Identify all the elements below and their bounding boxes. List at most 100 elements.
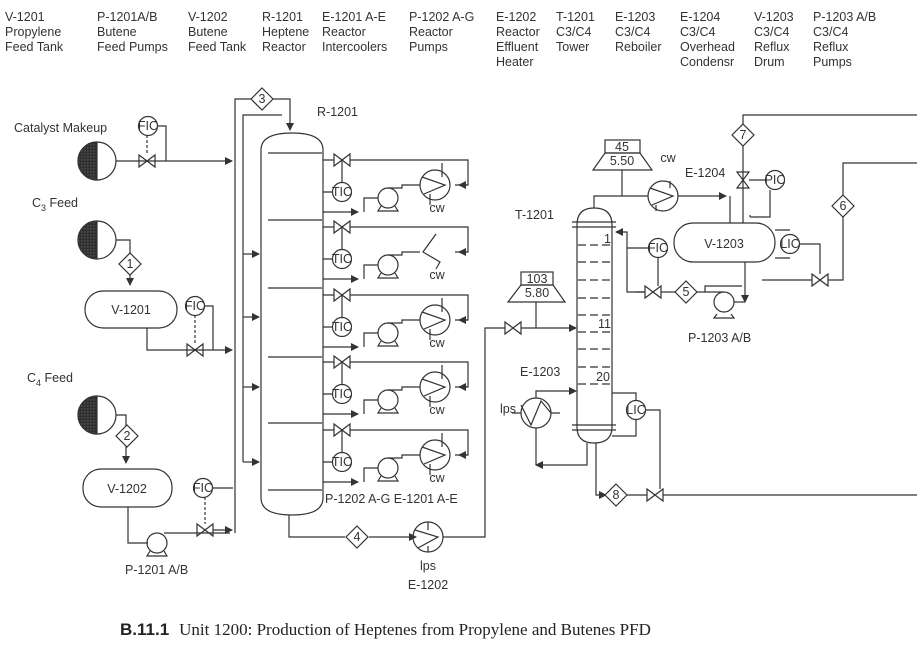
pump-base (376, 340, 400, 347)
legend-tag: E-1202 (496, 10, 537, 24)
tic-signal (323, 227, 343, 260)
v-1202-fic-valve[interactable] (196, 522, 214, 538)
stream-6-marker: 6 (831, 194, 855, 218)
legend-tag: P-1203 A/B (813, 10, 877, 24)
pump-base (376, 407, 400, 414)
e-1204-label: E-1204 (685, 166, 725, 180)
legend-tag: T-1201 (556, 10, 595, 24)
pump-line (363, 319, 420, 347)
reboiler-symbol (512, 399, 560, 427)
r-1201-reactor (260, 132, 324, 516)
stream-5-marker: 5 (674, 280, 698, 304)
tic-valve[interactable] (333, 287, 351, 303)
legend-tag: E-1204 (680, 10, 721, 24)
lic-signal (775, 229, 821, 274)
tray-1-label: 1 (604, 232, 611, 246)
reactor-effluent-line (288, 515, 416, 537)
feed-valve[interactable] (504, 320, 522, 336)
tic-signal (323, 362, 343, 395)
v-1202-fic (192, 477, 214, 499)
p-1202-pump (377, 322, 399, 344)
legend-description: Condensr (680, 55, 735, 69)
pic-signal (749, 179, 771, 218)
e-1203-label: E-1203 (520, 365, 560, 379)
feed-conditions-flag: 103 5.80 (506, 271, 567, 303)
stream-1-marker: 1 (118, 252, 142, 276)
legend-description: Reactor (262, 40, 306, 54)
stream-number: 2 (124, 429, 131, 443)
catalyst-fic-valve[interactable] (138, 153, 156, 169)
legend-tag: V-1201 (5, 10, 45, 24)
v-1202-fic-tag: FIC (193, 481, 213, 495)
v-1201-fic-valve[interactable] (186, 342, 204, 358)
bottoms-valve[interactable] (646, 487, 664, 503)
e-1202-label: E-1202 (408, 578, 448, 592)
p-1202-pump (377, 254, 399, 276)
legend-description: Overhead (680, 40, 735, 54)
tic-valve[interactable] (333, 422, 351, 438)
cw-label: cw (429, 268, 445, 282)
lic-valve[interactable] (811, 272, 829, 288)
header-line-b (242, 114, 282, 462)
pump-base (376, 475, 400, 482)
reflux-valve[interactable] (644, 284, 662, 300)
tic-valve[interactable] (333, 152, 351, 168)
p-1202-pump (377, 187, 399, 209)
tic-valve[interactable] (333, 354, 351, 370)
legend-description: Heater (496, 55, 534, 69)
column-trays (578, 244, 611, 385)
legend-description: Feed Tank (188, 40, 247, 54)
header-line-a (234, 98, 290, 533)
pic-valve[interactable] (735, 171, 751, 189)
cw-label: cw (429, 336, 445, 350)
e-1201-intercooler (419, 439, 451, 471)
p-1203-pump (713, 291, 735, 313)
v-1201-label: V-1201 (111, 303, 151, 317)
exchanger-symbol (421, 298, 447, 340)
cw-label: cw (429, 471, 445, 485)
stream-7-marker: 7 (731, 123, 755, 147)
stage-return-line (323, 226, 469, 253)
cw-label: cw (429, 403, 445, 417)
stream-number: 4 (354, 530, 361, 544)
drum-lic (779, 233, 801, 255)
legend-description: Feed Tank (5, 40, 64, 54)
legend-tag: E-1201 A-E (322, 10, 386, 24)
tray-11-label: 11 (598, 317, 611, 331)
e-1204-condenser (647, 180, 679, 212)
stage-return-line (323, 294, 469, 321)
bottoms-line (595, 443, 607, 499)
stage-return-line (323, 429, 469, 456)
stream-number: 7 (740, 128, 747, 142)
tic-valve[interactable] (333, 219, 351, 235)
stream-2-marker: 2 (115, 424, 139, 448)
drum-pic (764, 169, 786, 191)
legend-description: C3/C4 (556, 25, 592, 39)
v-1202-label: V-1202 (107, 482, 147, 496)
overhead-vapor-line (593, 196, 726, 208)
stream-number: 1 (127, 257, 134, 271)
tic-controller (331, 181, 353, 203)
v-1201-vessel (84, 290, 178, 329)
v-1202-outlet-line (127, 507, 230, 544)
legend-description: Heptene (262, 25, 310, 39)
legend-description: Butene (188, 25, 228, 39)
stream-number: 8 (613, 488, 620, 502)
pump-base (376, 205, 400, 212)
c4-feed-tank (77, 395, 117, 435)
e-1201-intercooler (419, 304, 451, 336)
drum-pic-tag: PIC (765, 173, 786, 187)
catalyst-makeup-label: Catalyst Makeup (14, 121, 107, 135)
tic-controller (331, 248, 353, 270)
